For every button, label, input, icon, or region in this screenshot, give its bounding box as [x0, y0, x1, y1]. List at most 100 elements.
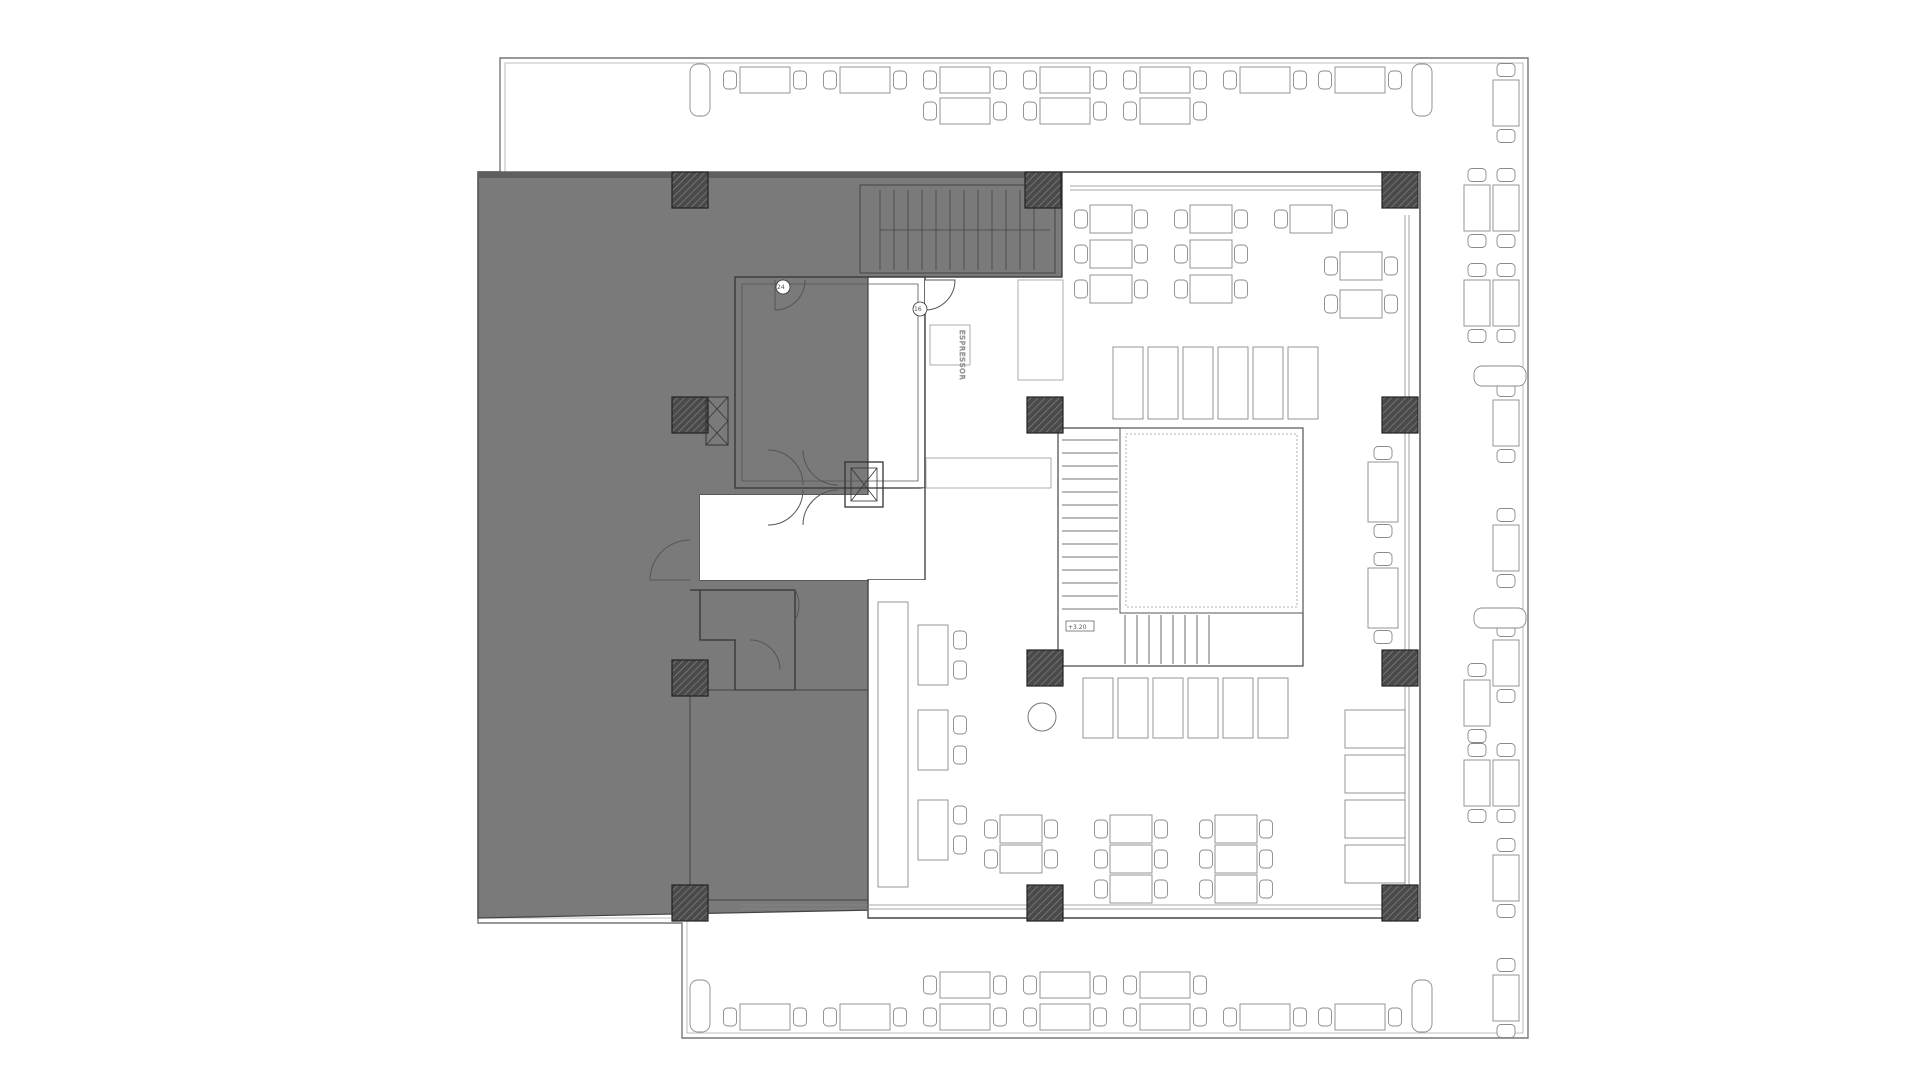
- chair: [923, 975, 937, 995]
- chair: [993, 1007, 1007, 1027]
- building: ESPRESSOR 24 16 +3.20: [477, 171, 1421, 922]
- chair: [1154, 819, 1168, 839]
- table: [1139, 97, 1191, 125]
- table: [1492, 279, 1520, 327]
- chair: [1259, 849, 1273, 869]
- table: [1109, 844, 1153, 874]
- table: [1463, 679, 1491, 727]
- table: [1367, 461, 1399, 523]
- booth-seat: [1287, 346, 1319, 420]
- chair: [1496, 263, 1516, 277]
- table: [1367, 567, 1399, 629]
- chair: [1373, 446, 1393, 460]
- chair: [1373, 552, 1393, 566]
- bench: [1473, 365, 1527, 387]
- booth-seat: [1257, 677, 1289, 739]
- column: [1026, 649, 1064, 687]
- chair: [984, 819, 998, 839]
- chair: [1093, 101, 1107, 121]
- table: [1214, 844, 1258, 874]
- chair: [823, 1007, 837, 1027]
- column: [1024, 171, 1062, 209]
- room-tag-a: 24: [777, 284, 785, 291]
- chair: [1467, 329, 1487, 343]
- chair: [1496, 449, 1516, 463]
- terrace: [477, 57, 1529, 1039]
- chair: [1193, 1007, 1207, 1027]
- chair: [1496, 63, 1516, 77]
- column: [1381, 649, 1419, 687]
- chair: [1496, 809, 1516, 823]
- table: [999, 844, 1043, 874]
- column: [1026, 884, 1064, 922]
- chair: [1023, 101, 1037, 121]
- table: [1289, 204, 1333, 234]
- booth-seat: [1112, 346, 1144, 420]
- chair: [1134, 209, 1148, 229]
- chair: [1193, 975, 1207, 995]
- table: [1492, 524, 1520, 572]
- chair: [1199, 849, 1213, 869]
- chair: [953, 630, 967, 650]
- booth-seat: [1117, 677, 1149, 739]
- chair: [1318, 70, 1332, 90]
- table: [739, 66, 791, 94]
- chair: [1467, 168, 1487, 182]
- table: [1039, 97, 1091, 125]
- table: [1492, 854, 1520, 902]
- table: [1492, 399, 1520, 447]
- chair: [1094, 819, 1108, 839]
- chair: [993, 70, 1007, 90]
- table: [1089, 204, 1133, 234]
- table: [1334, 1003, 1386, 1031]
- chair: [1384, 294, 1398, 314]
- chair: [1174, 244, 1188, 264]
- bar-counter: ESPRESSOR: [925, 279, 1064, 489]
- structural-columns: [671, 171, 1419, 922]
- table: [1239, 1003, 1291, 1031]
- chair: [1074, 279, 1088, 299]
- chair: [923, 101, 937, 121]
- booth-seat: [1252, 346, 1284, 420]
- booth-seat: [1222, 677, 1254, 739]
- elevator: [844, 461, 884, 508]
- wc-room: [690, 589, 796, 691]
- chair: [1496, 838, 1516, 852]
- chair: [1223, 70, 1237, 90]
- chair: [923, 1007, 937, 1027]
- chair: [1467, 809, 1487, 823]
- booth-seat: [1182, 346, 1214, 420]
- bench: [689, 979, 711, 1033]
- chair: [993, 975, 1007, 995]
- chair: [1134, 244, 1148, 264]
- chair: [1496, 508, 1516, 522]
- chair: [1324, 256, 1338, 276]
- chair: [1293, 1007, 1307, 1027]
- chair: [1496, 574, 1516, 588]
- dining-hall-white-upper: [926, 278, 1419, 581]
- doors: [649, 279, 956, 671]
- table: [1492, 639, 1520, 687]
- chair: [984, 849, 998, 869]
- chair: [1496, 234, 1516, 248]
- booth-seat: [1187, 677, 1219, 739]
- table: [1492, 79, 1520, 127]
- corridor-open: [700, 495, 925, 580]
- chair: [1123, 101, 1137, 121]
- level-tag: +3.20: [1068, 624, 1087, 631]
- chair: [1154, 849, 1168, 869]
- column: [671, 659, 709, 697]
- chair: [1193, 101, 1207, 121]
- chair: [893, 70, 907, 90]
- table: [1492, 184, 1520, 232]
- chair: [1318, 1007, 1332, 1027]
- table: [1039, 971, 1091, 999]
- chair: [1467, 234, 1487, 248]
- table: [917, 709, 949, 771]
- chair: [1467, 263, 1487, 277]
- chair: [1093, 1007, 1107, 1027]
- banquette: [877, 601, 909, 888]
- table: [1334, 66, 1386, 94]
- chair: [1293, 70, 1307, 90]
